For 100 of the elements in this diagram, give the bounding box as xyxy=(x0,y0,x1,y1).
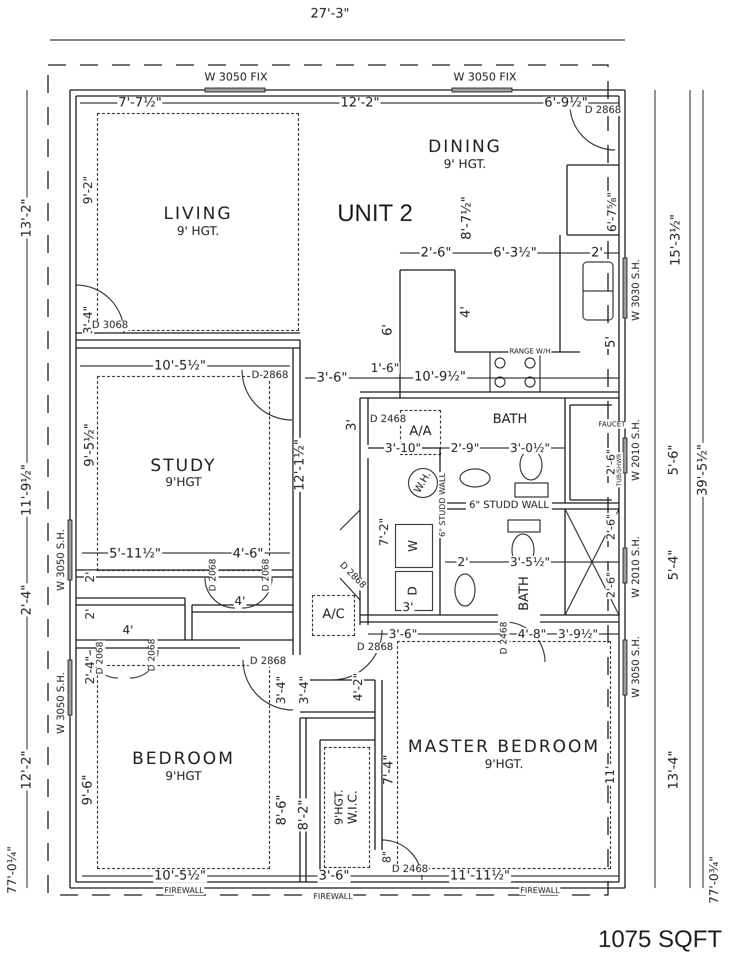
plan-annotation: 2'-4" xyxy=(84,654,96,686)
plan-annotation: 3'-6" xyxy=(318,870,350,882)
room-note: W.I.C. xyxy=(346,790,360,824)
plan-annotation: 2'-4" xyxy=(20,584,34,616)
room-outline xyxy=(312,595,355,636)
room-note: 9' HGT. xyxy=(176,224,220,239)
room-name: 9'HGT. xyxy=(334,790,346,826)
plan-annotation: D 2468 xyxy=(368,415,408,425)
plan-annotation: 77'-0¼" xyxy=(6,845,18,895)
plan-annotation: 4'-2" xyxy=(352,672,364,702)
room-name: STUDY xyxy=(150,456,217,476)
plan-annotation: D 2068 xyxy=(148,638,158,672)
plan-annotation: D-2868 xyxy=(250,371,290,381)
appliance-outline xyxy=(395,524,433,568)
plan-annotation: D 2468 xyxy=(500,620,510,656)
plan-annotation: FIREWALL xyxy=(519,887,561,895)
plan-annotation: W 3050 S.H. xyxy=(632,635,642,699)
plan-annotation: 2'-6" xyxy=(606,570,616,600)
plan-annotation: 6' xyxy=(382,323,394,337)
plan-annotation: 5' xyxy=(604,335,618,349)
plan-annotation: 5'-6" xyxy=(668,444,680,476)
room-note: 9'HGT xyxy=(165,770,202,784)
plan-annotation: W 3050 FIX xyxy=(452,72,518,82)
plan-annotation: 12'-1½" xyxy=(294,438,306,492)
plan-heading: 1075 SQFT xyxy=(596,928,724,952)
plan-annotation: 4' xyxy=(234,595,246,607)
room-name: W xyxy=(407,540,421,552)
plan-annotation: 15'-3½" xyxy=(670,213,682,267)
plan-annotation: D 2868 xyxy=(248,657,288,667)
plan-annotation: 1'-6" xyxy=(370,362,400,374)
plan-annotation: 7'-4" xyxy=(382,754,396,786)
plan-annotation: 12'-2" xyxy=(339,96,381,110)
plan-annotation: D 2868 xyxy=(356,643,394,653)
plan-annotation: 39'-5½" xyxy=(696,443,710,497)
plan-annotation: D 2068 xyxy=(262,558,272,592)
plan-annotation: 3'-4" xyxy=(298,674,310,706)
plan-annotation: 4'-6" xyxy=(232,548,264,560)
plan-annotation: D 2868 xyxy=(584,106,622,116)
plan-annotation: 8'-7½" xyxy=(460,195,474,241)
plan-annotation: D 2068 xyxy=(96,640,106,676)
plan-annotation: 13'-4" xyxy=(668,749,680,791)
plan-annotation: 13'-2" xyxy=(20,197,34,239)
plan-annotation: 3' xyxy=(402,601,414,613)
plan-annotation: 2'-6" xyxy=(606,448,616,476)
plan-annotation: W 2010 S.H. xyxy=(632,418,642,482)
plan-annotation: 7'-2" xyxy=(378,516,390,548)
plan-annotation: 6'-7⅝" xyxy=(606,190,618,234)
plan-annotation: 3'-6" xyxy=(388,628,418,640)
plan-annotation: 11'-9½" xyxy=(20,463,34,517)
room-note: 9'HGT xyxy=(165,476,202,490)
plan-annotation: 8'-6" xyxy=(276,794,288,826)
plan-annotation: 3'-4" xyxy=(275,674,287,706)
plan-annotation: 10'-5½" xyxy=(153,870,207,882)
room-note: 9'HGT. xyxy=(484,758,524,772)
plan-annotation: 9'-5½" xyxy=(84,422,96,468)
room-name: BEDROOM xyxy=(132,750,235,770)
plan-annotation: D 2068 xyxy=(210,558,218,592)
room-name: MASTER BEDROOM xyxy=(408,738,600,758)
plan-annotation: 8'-2" xyxy=(298,798,310,832)
plan-annotation: 10'-5½" xyxy=(153,360,207,372)
plan-annotation: D 2468 xyxy=(390,865,430,875)
plan-annotation: W 3050 FIX xyxy=(204,72,268,82)
plan-annotation: 5'-11½" xyxy=(108,548,162,560)
plan-annotation: 6'-3½" xyxy=(492,246,538,260)
plan-annotation: 2'-6" xyxy=(420,246,452,260)
plan-annotation: 11' xyxy=(604,764,616,786)
plan-annotation: 2' xyxy=(84,570,96,584)
plan-annotation: 12'-2" xyxy=(20,749,34,791)
plan-annotation: W 2010 S.H. xyxy=(632,535,642,599)
plan-annotation: FIREWALL xyxy=(312,893,354,901)
plan-annotation: 6" STUDD WALL xyxy=(468,501,550,511)
plan-annotation: 3'-6" xyxy=(316,372,348,384)
plan-annotation: 6" STUDD WALL xyxy=(439,472,447,538)
room-name: D xyxy=(407,586,421,596)
plan-annotation: 5'-4" xyxy=(668,548,680,582)
plan-annotation: W 3030 S.H. xyxy=(632,258,642,322)
room-name: BATH xyxy=(492,412,528,428)
plan-annotation: 2' xyxy=(590,246,604,260)
plan-annotation: W 3050 S.H. xyxy=(57,528,67,592)
plan-annotation: 3'-0½" xyxy=(508,442,552,454)
plan-annotation: FIREWALL xyxy=(163,887,205,895)
room-name: BATH xyxy=(518,576,532,610)
plan-annotation: 2' xyxy=(84,608,96,620)
plan-annotation: 3' xyxy=(346,418,358,432)
room-note: 9' HGT. xyxy=(444,158,486,172)
plan-annotation: W 3050 S.H. xyxy=(57,671,67,735)
plan-annotation: 3'-4" xyxy=(82,304,94,336)
plan-annotation: 2' xyxy=(456,556,470,568)
plan-annotation: 7'-7½" xyxy=(117,96,163,110)
plan-annotation: 2'-6" xyxy=(606,512,616,542)
plan-annotation: 4' xyxy=(460,305,472,319)
plan-annotation: 4'-8" xyxy=(516,628,548,640)
plan-annotation: 8" xyxy=(382,850,392,864)
room-name: LIVING xyxy=(163,205,233,225)
plan-annotation: 4' xyxy=(122,624,134,636)
plan-annotation: 9'-2" xyxy=(82,174,94,206)
plan-annotation: 77'-0¾" xyxy=(708,855,720,905)
plan-annotation: 3'-10" xyxy=(384,442,422,454)
plan-annotation: 2'-9" xyxy=(450,442,480,454)
room-outline xyxy=(324,747,370,868)
